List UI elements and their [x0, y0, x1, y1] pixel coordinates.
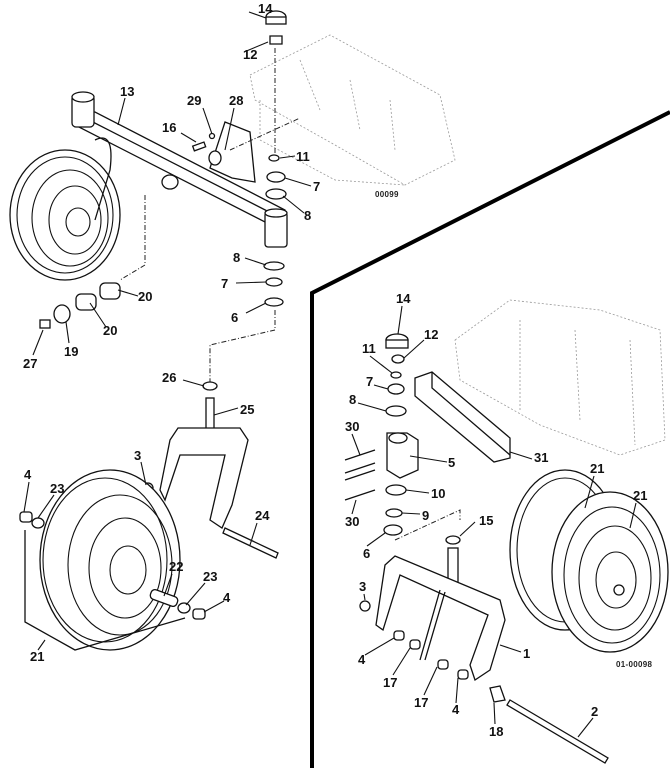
callout-20-a: 20	[138, 289, 153, 304]
callout-23-a: 23	[50, 481, 65, 496]
callout-25: 25	[240, 402, 255, 417]
callout-18: 18	[489, 724, 504, 739]
callout-31: 31	[534, 450, 549, 465]
callout-8-lower: 8	[349, 392, 357, 407]
callout-21-upper: 21	[30, 649, 45, 664]
callout-14-upper: 14	[258, 1, 273, 16]
twin-wheels	[509, 469, 669, 653]
callout-19: 19	[64, 344, 79, 359]
callout-9: 9	[422, 508, 430, 523]
callout-4-b: 4	[223, 590, 231, 605]
callout-3-upper: 3	[134, 448, 142, 463]
callout-4-a: 4	[24, 467, 32, 482]
callout-5: 5	[448, 455, 456, 470]
callout-7-lower: 7	[366, 374, 374, 389]
callout-14-lower: 14	[396, 291, 411, 306]
callout-21-lower-b: 21	[633, 488, 648, 503]
axle-beam-13	[71, 91, 288, 248]
callout-1: 1	[523, 646, 531, 661]
callout-11-upper: 11	[296, 149, 310, 164]
bracket-28	[191, 121, 256, 183]
lower-frame-ghost	[454, 299, 666, 456]
callout-24: 24	[255, 508, 270, 523]
callout-17-a: 17	[383, 675, 398, 690]
spacer-block-31	[414, 371, 511, 463]
callout-30-b: 30	[345, 514, 360, 529]
callout-4-c: 4	[358, 652, 366, 667]
figure-id-upper: 00099	[375, 190, 399, 199]
callout-6-upper: 6	[231, 310, 239, 325]
view-divider-line	[310, 110, 670, 768]
callout-20-b: 20	[103, 323, 118, 338]
callout-21-lower-a: 21	[590, 461, 605, 476]
figure-id-lower: 01-00098	[616, 660, 653, 669]
callout-7-upper-a: 7	[313, 179, 321, 194]
callout-22: 22	[169, 559, 184, 574]
callout-3-lower: 3	[359, 579, 367, 594]
callout-2: 2	[591, 704, 599, 719]
callout-8-upper-a: 8	[304, 208, 312, 223]
callout-27: 27	[23, 356, 38, 371]
callout-6-lower: 6	[363, 546, 371, 561]
callout-16: 16	[162, 120, 177, 135]
callout-13: 13	[120, 84, 135, 99]
callout-29: 29	[187, 93, 202, 108]
upper-frame-ghost	[249, 34, 456, 186]
upper-pivot-stack	[119, 10, 301, 385]
callout-28: 28	[229, 93, 244, 108]
callout-4-d: 4	[452, 702, 460, 717]
callout-10: 10	[431, 486, 446, 501]
callout-15: 15	[479, 513, 494, 528]
callout-30-a: 30	[345, 419, 360, 434]
callout-11-lower: 11	[362, 341, 376, 356]
callout-26: 26	[162, 370, 177, 385]
upper-wheel	[9, 137, 121, 281]
callout-17-b: 17	[414, 695, 429, 710]
callout-8-upper-b: 8	[233, 250, 241, 265]
callout-7-upper-b: 7	[221, 276, 229, 291]
callout-12-lower: 12	[424, 327, 439, 342]
callout-23-b: 23	[203, 569, 218, 584]
fork-1	[359, 535, 609, 764]
